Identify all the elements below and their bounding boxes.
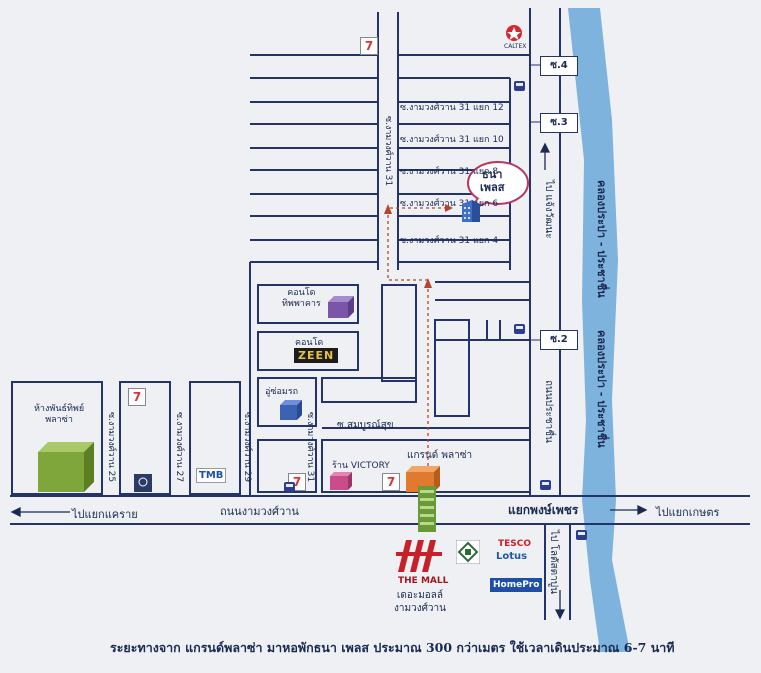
canal-label-top: คลองประปา - ประชาชื่น [595,180,608,298]
seven-eleven-icon-top: 7 [360,37,378,55]
direction-kaset: ไปแยกเกษตร [656,506,720,519]
victory-shop-cube [330,472,352,490]
seven-eleven-icon-left: 7 [128,388,146,406]
walking-route [387,207,448,484]
victory-shop-label: ร้าน VICTORY [332,461,390,471]
soi-pointers [530,64,540,341]
lotus-label: Lotus [496,551,528,562]
the-mall-label: เดอะมอลล์ งามวงศ์วาน [394,590,447,614]
street-29: ซ.งามวงศ์วาน 29 [242,412,252,483]
bus-stop-icon-4 [540,480,551,490]
condo-thippakarn-label: คอนโด ทิพพาคาร [282,288,321,309]
pedestrian-bridge-icon [418,486,436,532]
zeen-logo: ZEEN [294,348,339,363]
street-y6: ซ.งามวงศ์วาน 31 แยก 6 [400,199,499,209]
street-y4: ซ.งามวงศ์วาน 31 แยก 4 [400,236,499,246]
soi-2-sign: ซ.2 [540,330,578,350]
direction-arrows [10,142,648,620]
street-y12: ซ.งามวงศ์วาน 31 แยก 12 [400,103,504,113]
tmb-label: TMB [196,468,227,483]
seven-eleven-icon-shop: 7 [382,473,400,491]
building-icon [462,200,480,222]
street-to-lotus: ไป โลตัสตาปูน [548,530,559,594]
pantip-plaza-cube [38,442,94,492]
bus-stop-icon-1 [514,81,525,91]
canal-label-bottom: คลองประปา - ประชาชื่น [595,330,608,448]
road-ngamwongwan: ถนนงามวงศ์วาน [220,505,299,518]
krungsri-bank-icon [134,474,152,492]
roads-group [10,8,750,620]
homepro-label: HomePro [490,578,543,592]
caltex-icon [506,25,522,41]
street-y10: ซ.งามวงศ์วาน 31 แยก 10 [400,135,504,145]
street-31-bottom: ซ.งามวงศ์วาน 31 [305,412,315,483]
caltex-label: CALTEX [504,43,527,50]
street-31-top: ซ.งามวงศ์วาน 31 [383,116,393,187]
street-25: ซ.งามวงศ์วาน 25 [106,412,116,483]
street-y8: ซ.งามวงศ์วาน 31 แยก 8 [400,167,499,177]
direction-khae-rai: ไปแยกแคราย [72,508,138,521]
street-prachachuen: ถนนประชาชื่น [543,380,554,443]
canal [568,8,630,652]
route-arrowhead-up-2 [424,278,432,288]
route-arrowhead-up [384,204,392,214]
street-to-chaengwattana: ไป แจ้งวัฒนะ [543,180,554,239]
caption: ระยะทางจาก แกรนด์พลาซ่า มาหอพักธนา เพลส … [110,640,675,655]
road-sombunsuk: ซ.สมบูรณ์สุข [337,420,394,431]
the-mall-logo-icon [396,540,442,572]
street-27: ซ.งามวงศ์วาน 27 [174,412,184,483]
repair-shop-label: อู่ซ่อมรถ [265,387,299,397]
condo-thippakarn-cube [328,296,354,318]
pantip-plaza-label: ห้างพันธ์ทิพย์ พลาซ่า [34,404,85,425]
the-mall-brand: THE MALL [398,576,449,586]
grand-plaza-label: แกรนด์ พลาซ่า [407,450,473,461]
soi-4-sign: ซ.4 [540,56,578,76]
bank-logo-icon [456,540,480,564]
repair-shop-cube [280,400,302,420]
soi-3-sign: ซ.3 [540,113,578,133]
thana-place-label: ธนา เพลส [480,168,505,194]
bus-stop-icon-5 [576,530,587,540]
bus-stop-icon-2 [514,324,525,334]
tesco-label: TESCO [498,539,532,549]
thana-place-outline [467,161,529,205]
condo-zeen-label: คอนโด [295,338,324,348]
bus-stop-icon-3 [284,482,295,492]
route-arrowhead-right [445,204,453,212]
intersection-pongphet: แยกพงษ์เพชร [508,503,579,517]
